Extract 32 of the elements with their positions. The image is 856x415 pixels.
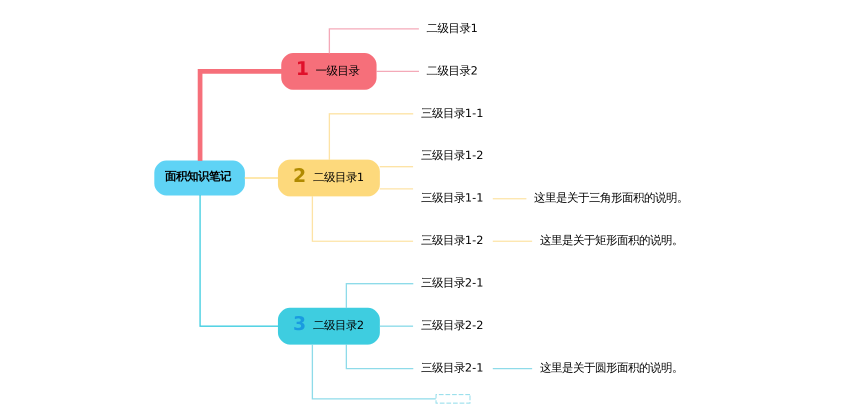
node-text: 二级目录1 xyxy=(426,20,478,35)
connector xyxy=(312,344,436,400)
node-box: 2 二级目录1 xyxy=(278,160,380,196)
node-text: 二级目录2 xyxy=(426,63,478,78)
node-box xyxy=(436,394,470,404)
connector xyxy=(492,240,532,242)
node-box: 面积知识笔记 xyxy=(154,160,245,196)
connector xyxy=(346,283,414,308)
connector xyxy=(199,195,278,327)
connector xyxy=(328,28,419,54)
connector xyxy=(244,177,278,179)
connector xyxy=(492,198,526,200)
connector xyxy=(376,70,419,72)
node-text: 三级目录1-1 xyxy=(420,106,484,120)
node-text: 三级目录1-2 xyxy=(420,148,484,162)
node-text: 三级目录2-1 xyxy=(420,360,484,375)
connector xyxy=(198,69,282,161)
node-text: 三级目录2-2 xyxy=(420,318,484,332)
node-text: 这里是关于三角形面积的说明。 xyxy=(534,190,688,205)
connector xyxy=(492,368,532,370)
connector xyxy=(380,188,414,190)
node-text: 三级目录1-1 xyxy=(420,190,484,205)
node-text: 这里是关于圆形面积的说明。 xyxy=(540,360,683,375)
node-text: 三级目录2-1 xyxy=(420,276,484,290)
node-text: 三级目录1-2 xyxy=(420,233,484,248)
connector xyxy=(312,196,414,242)
connector xyxy=(328,113,414,160)
connector xyxy=(380,326,414,327)
connector xyxy=(346,344,414,370)
node-text: 这里是关于矩形面积的说明。 xyxy=(540,233,683,248)
connector xyxy=(380,166,414,168)
node-box: 1 一级目录 xyxy=(281,52,377,90)
